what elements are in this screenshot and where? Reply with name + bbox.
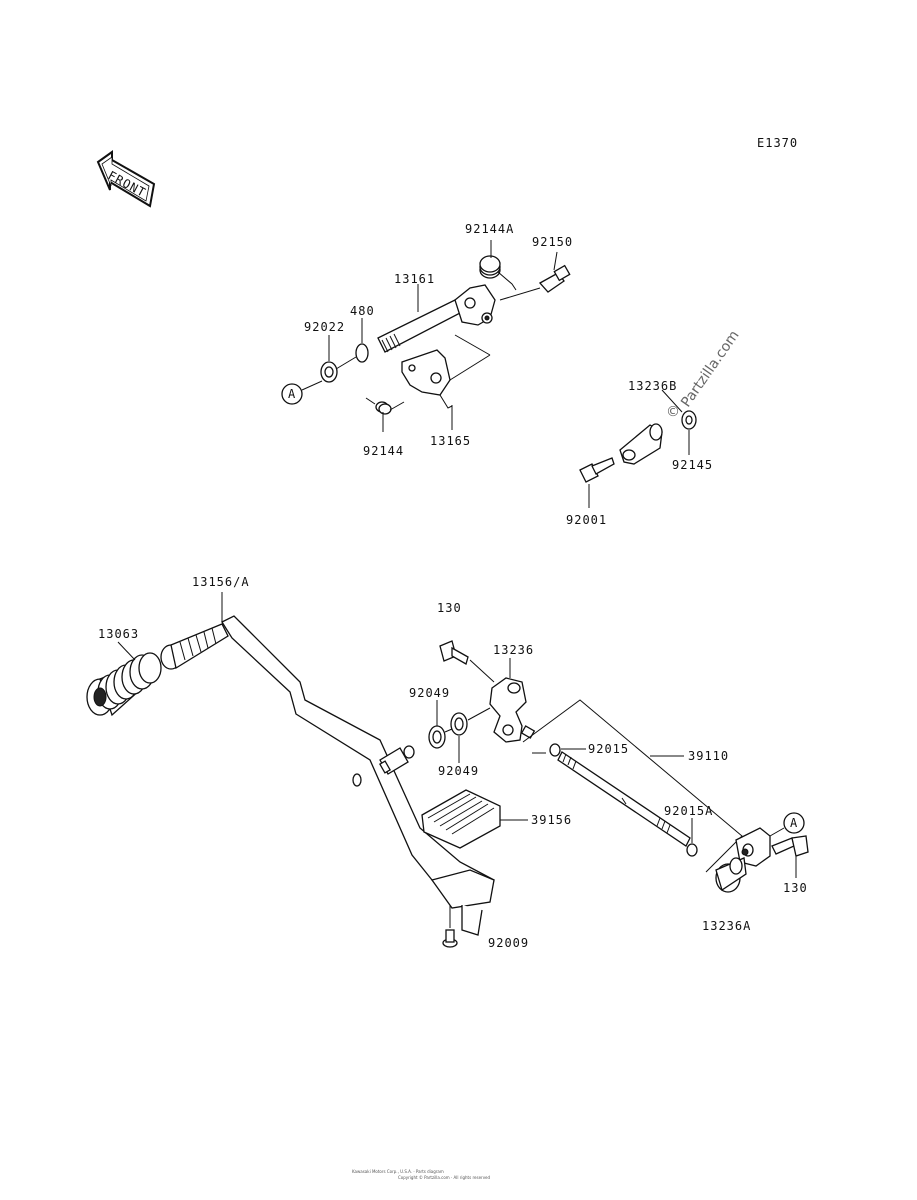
label-13165: 13165 bbox=[430, 434, 471, 448]
label-480: 480 bbox=[350, 304, 375, 318]
label-92022: 92022 bbox=[304, 320, 345, 334]
label-92049-a: 92049 bbox=[409, 686, 450, 700]
label-92150: 92150 bbox=[532, 235, 573, 249]
label-92009: 92009 bbox=[488, 936, 529, 950]
shift-shaft-group: A bbox=[281, 222, 573, 458]
front-arrow-icon: FRONT bbox=[96, 150, 156, 208]
label-13161: 13161 bbox=[394, 272, 435, 286]
label-92015: 92015 bbox=[588, 742, 629, 756]
label-92145: 92145 bbox=[672, 458, 713, 472]
lever-13236b-group: Partzilla.com © 13236B 92145 92001 bbox=[566, 328, 743, 527]
label-130-right: 130 bbox=[783, 881, 808, 895]
ref-a-label-left: A bbox=[288, 387, 296, 401]
footer-line-1: Kawasaki Motors Corp., U.S.A. · Parts di… bbox=[352, 1169, 444, 1174]
label-92144A: 92144A bbox=[465, 222, 514, 236]
label-13236: 13236 bbox=[493, 643, 534, 657]
label-13156A: 13156/A bbox=[192, 575, 250, 589]
label-92049-b: 92049 bbox=[438, 764, 479, 778]
label-13236A: 13236A bbox=[702, 919, 751, 933]
watermark-symbol: © bbox=[666, 404, 680, 420]
label-39110: 39110 bbox=[688, 749, 729, 763]
label-39156: 39156 bbox=[531, 813, 572, 827]
ref-a-label-right: A bbox=[790, 816, 798, 830]
ref-a-circle-right bbox=[783, 812, 805, 834]
shift-pedal-group: A 13156/A 130 13063 13236 92049 92049 92… bbox=[86, 575, 809, 950]
label-92144: 92144 bbox=[363, 444, 404, 458]
label-130-top: 130 bbox=[437, 601, 462, 615]
label-92015A: 92015A bbox=[664, 804, 713, 818]
label-92001: 92001 bbox=[566, 513, 607, 527]
ref-a-circle-left bbox=[281, 383, 303, 405]
label-13063: 13063 bbox=[98, 627, 139, 641]
watermark: Partzilla.com bbox=[678, 328, 742, 411]
diagram-code: E1370 bbox=[757, 136, 798, 150]
footer-line-2: Copyright © Partzilla.com · All rights r… bbox=[398, 1175, 491, 1180]
label-13236B: 13236B bbox=[628, 379, 677, 393]
